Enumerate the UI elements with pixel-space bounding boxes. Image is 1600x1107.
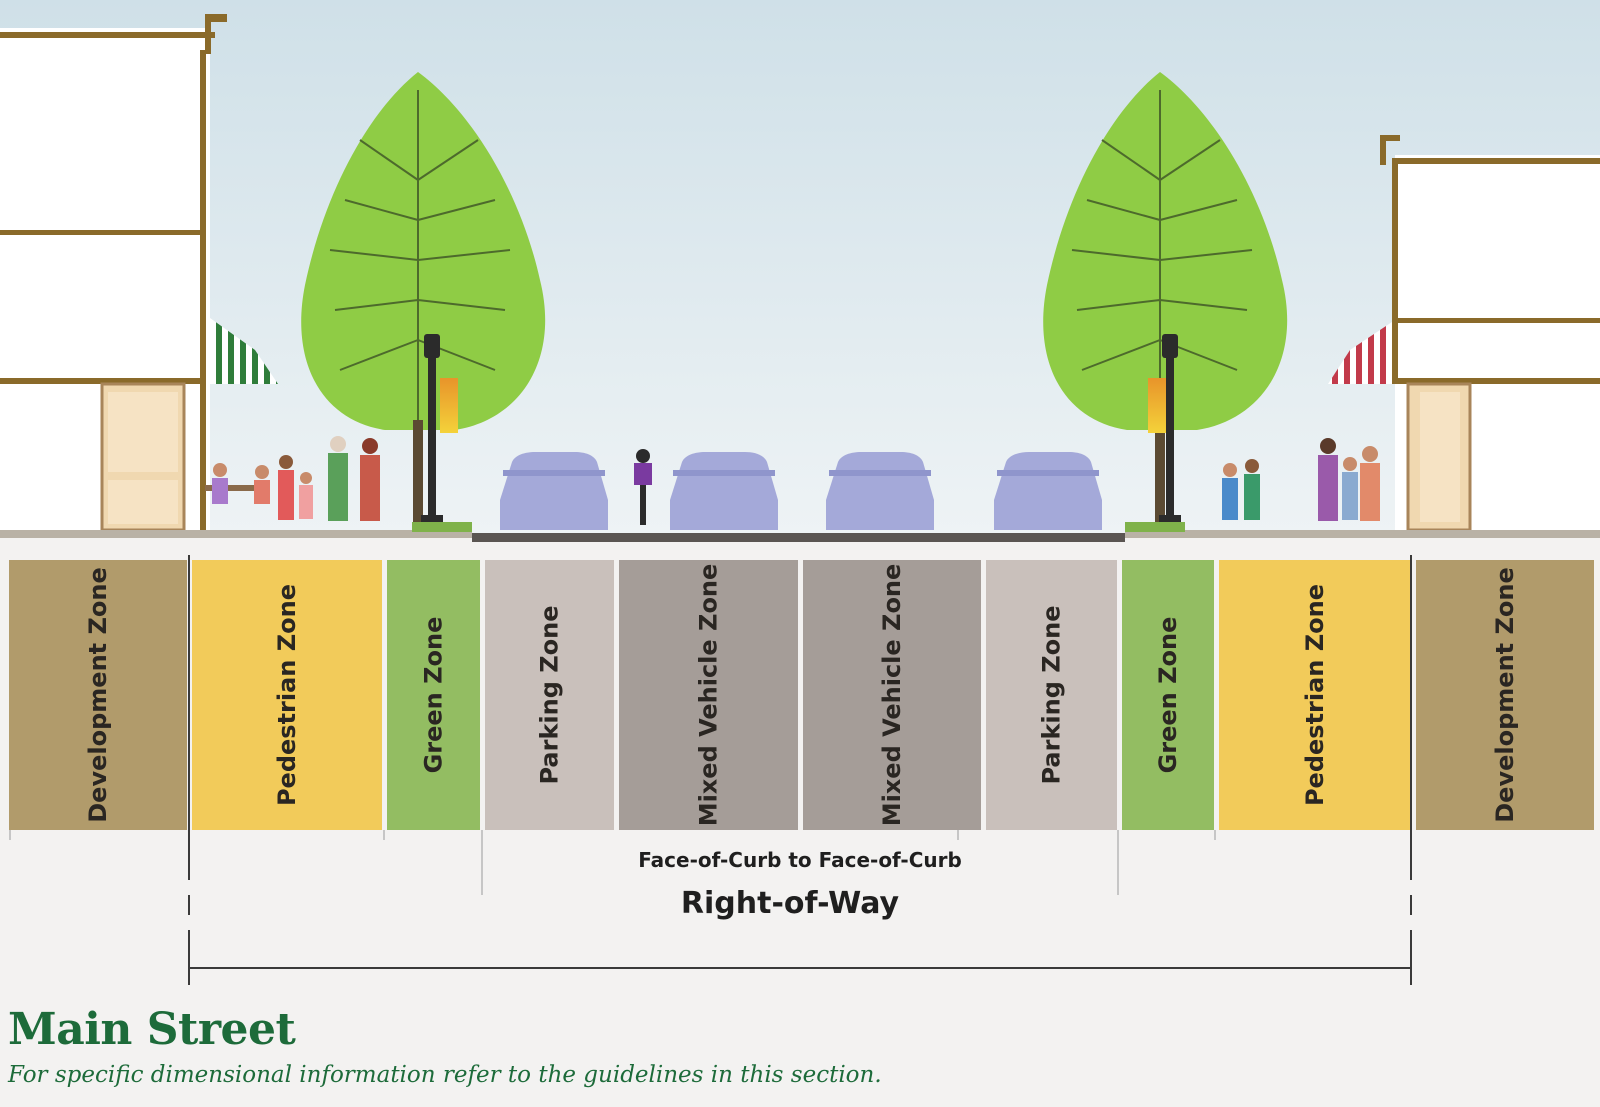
awning-icon [210, 318, 278, 384]
car-icon [670, 452, 778, 530]
pedestrian-icon [1222, 438, 1380, 521]
right-building [1380, 135, 1600, 532]
awning-icon [1328, 322, 1392, 384]
curb-to-curb-label: Face-of-Curb to Face-of-Curb [638, 848, 962, 872]
zone-label: Mixed Vehicle Zone [695, 564, 723, 827]
zone-label: Green Zone [420, 617, 448, 774]
left-building [0, 14, 227, 532]
car-icon [500, 452, 608, 530]
zone-label: Parking Zone [536, 605, 564, 784]
dimension-lines [9, 555, 1412, 985]
zone-label: Parking Zone [1038, 605, 1066, 784]
zone-10 [1416, 560, 1594, 830]
tree-icon [301, 72, 546, 525]
pedestrian-icon [205, 436, 380, 521]
car-icon [994, 452, 1102, 530]
zone-label: Pedestrian Zone [1301, 584, 1329, 806]
zone-6 [803, 560, 981, 830]
zone-label: Green Zone [1154, 617, 1182, 774]
diagram-subtitle: For specific dimensional information ref… [8, 1062, 882, 1088]
zone-label: Mixed Vehicle Zone [878, 564, 906, 827]
cyclist-icon [634, 449, 652, 525]
diagram-title: Main Street [8, 1004, 296, 1055]
zone-columns: Development Zone Pedestrian Zone Green Zon… [9, 560, 1594, 830]
zone-label: Development Zone [84, 567, 112, 822]
tree-icon [1043, 72, 1288, 525]
zone-label: Pedestrian Zone [273, 584, 301, 806]
zone-1 [9, 560, 187, 830]
zone-7 [986, 560, 1117, 830]
zone-label: Development Zone [1491, 567, 1519, 822]
street-surface [0, 522, 1600, 542]
zone-9 [1219, 560, 1411, 830]
zone-4 [485, 560, 614, 830]
zone-5 [619, 560, 798, 830]
sky [0, 0, 1600, 535]
zone-8 [1122, 560, 1214, 830]
zone-3 [387, 560, 480, 830]
car-icon [826, 452, 934, 530]
zone-2 [192, 560, 382, 830]
right-of-way-label: Right-of-Way [680, 886, 900, 921]
